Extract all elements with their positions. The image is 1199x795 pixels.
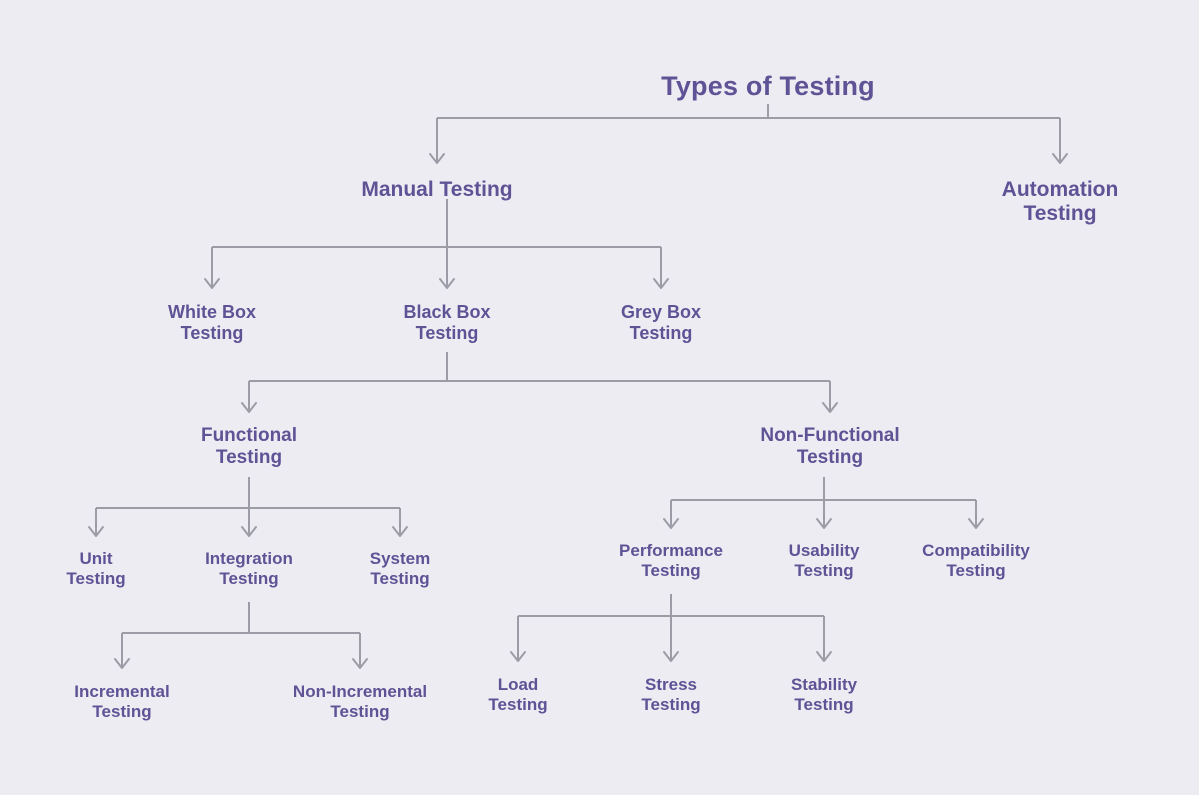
node-whitebox[interactable]: White Box Testing bbox=[168, 302, 256, 343]
node-system[interactable]: System Testing bbox=[369, 549, 431, 588]
arrow-head-icon bbox=[653, 278, 669, 289]
page-title: Types of Testing bbox=[661, 71, 875, 101]
node-blackbox[interactable]: Black Box Testing bbox=[403, 302, 491, 343]
arrow-head-icon bbox=[439, 278, 455, 289]
arrow-head-icon bbox=[663, 518, 679, 529]
node-stress[interactable]: Stress Testing bbox=[641, 675, 701, 714]
node-usability[interactable]: Usability Testing bbox=[788, 541, 860, 580]
arrow-head-icon bbox=[241, 402, 257, 413]
node-performance[interactable]: Performance Testing bbox=[619, 541, 723, 580]
node-compatibility[interactable]: Compatibility Testing bbox=[922, 541, 1030, 580]
node-manual[interactable]: Manual Testing bbox=[361, 178, 513, 201]
arrow-head-icon bbox=[241, 526, 257, 537]
node-unit[interactable]: Unit Testing bbox=[66, 549, 126, 588]
node-stability[interactable]: Stability Testing bbox=[790, 675, 858, 714]
arrow-head-icon bbox=[88, 526, 104, 537]
arrow-head-icon bbox=[1052, 153, 1068, 164]
arrow-head-icon bbox=[822, 402, 838, 413]
arrow-head-icon bbox=[204, 278, 220, 289]
arrow-head-icon bbox=[816, 651, 832, 662]
node-incremental[interactable]: Incremental Testing bbox=[74, 682, 170, 721]
arrow-head-icon bbox=[510, 651, 526, 662]
arrow-head-icon bbox=[663, 651, 679, 662]
arrow-head-icon bbox=[114, 658, 130, 669]
node-functional[interactable]: Functional Testing bbox=[200, 425, 298, 469]
arrow-head-icon bbox=[968, 518, 984, 529]
node-integration[interactable]: Integration Testing bbox=[205, 549, 293, 588]
node-load[interactable]: Load Testing bbox=[488, 675, 548, 714]
arrow-head-icon bbox=[392, 526, 408, 537]
node-greybox[interactable]: Grey Box Testing bbox=[620, 302, 702, 343]
node-nonincremental[interactable]: Non-Incremental Testing bbox=[292, 682, 428, 721]
arrow-head-icon bbox=[352, 658, 368, 669]
arrow-head-icon bbox=[429, 153, 445, 164]
node-automation[interactable]: Automation Testing bbox=[1001, 178, 1119, 226]
arrow-head-icon bbox=[816, 518, 832, 529]
node-nonfunctional[interactable]: Non-Functional Testing bbox=[760, 425, 900, 469]
